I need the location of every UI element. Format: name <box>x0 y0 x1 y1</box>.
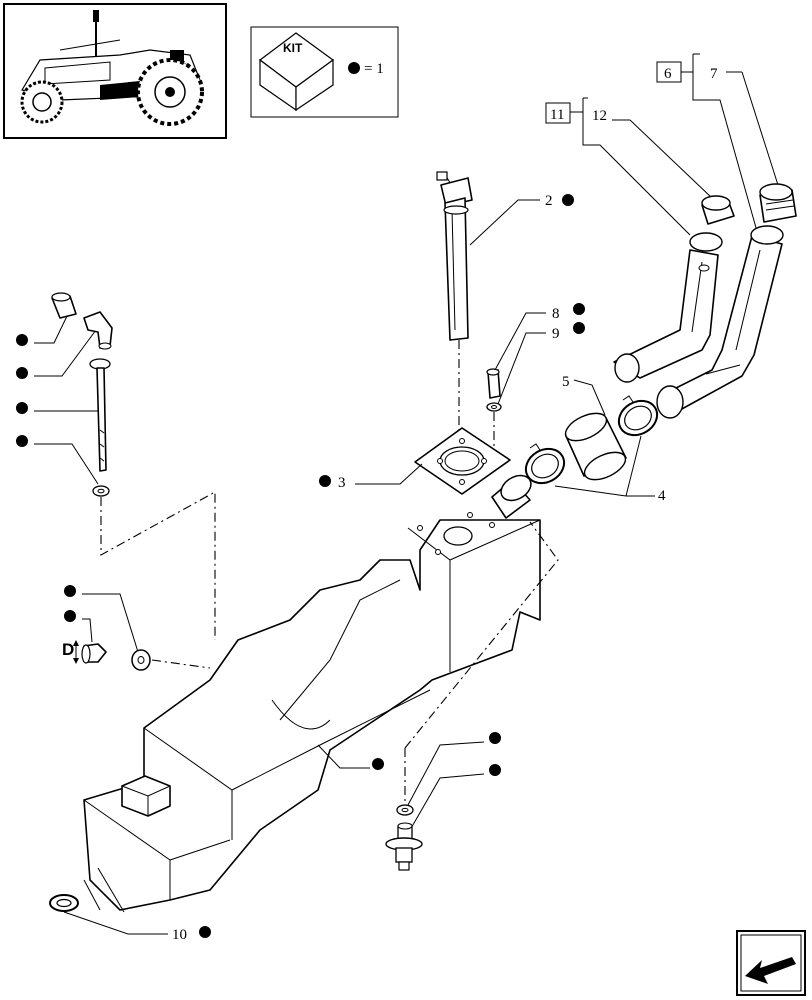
part-5-hose[interactable] <box>561 408 629 486</box>
part-11-filler-pipe[interactable] <box>613 232 723 383</box>
centerline-left-tube <box>100 491 216 640</box>
label-4-5-leaders: 5 4 <box>554 374 666 504</box>
drain-plug[interactable] <box>81 643 107 664</box>
label-8-9-leaders: 8 9 <box>494 303 585 405</box>
kit-equals-text: = 1 <box>364 61 384 77</box>
part-6-filler-pipe[interactable] <box>656 225 784 419</box>
label-4: 4 <box>658 488 666 504</box>
left-washer[interactable] <box>92 485 110 497</box>
label-12: 12 <box>592 108 607 124</box>
label-9: 9 <box>552 326 560 342</box>
kit-box-icon <box>259 32 335 112</box>
drain-plug-leaders: D <box>62 585 139 664</box>
label-group-11-12: 11 12 <box>545 97 713 236</box>
tank-label-leader <box>317 744 384 770</box>
kit-label: KIT <box>283 41 303 55</box>
label-7: 7 <box>710 66 718 82</box>
left-fitting-connector[interactable] <box>51 292 77 319</box>
label-d: D <box>62 640 74 659</box>
label-11: 11 <box>550 107 564 123</box>
part-12-cap[interactable] <box>701 195 735 225</box>
part-3-gasket[interactable] <box>414 427 511 495</box>
next-page-arrow-icon[interactable] <box>736 930 806 996</box>
label-2-leader: 2 <box>469 193 574 246</box>
part-7-cap[interactable] <box>759 183 797 223</box>
tractor-thumbnail-icon[interactable] <box>3 3 227 139</box>
label-5: 5 <box>562 374 570 390</box>
label-3-leader: 3 <box>319 463 423 491</box>
label-3: 3 <box>338 475 346 491</box>
kit-dot <box>348 62 360 74</box>
part-4-clamp-upper[interactable] <box>613 394 664 442</box>
part-10-seal-ring[interactable] <box>49 894 79 912</box>
label-group-6-7: 6 7 <box>656 53 779 243</box>
label-10-leader: 10 <box>63 867 211 943</box>
label-10: 10 <box>172 927 187 943</box>
fuel-tank[interactable] <box>83 512 541 911</box>
tank-filler-elbow[interactable] <box>491 470 535 519</box>
label-2: 2 <box>545 193 553 209</box>
centerline-drain <box>151 659 211 669</box>
kit-legend: KIT = 1 <box>250 26 399 118</box>
part-4-clamp-lower[interactable] <box>520 442 571 490</box>
bottom-drain-valve[interactable] <box>385 822 423 871</box>
left-fittings-leaders <box>16 313 100 485</box>
bottom-valve-leaders <box>407 732 501 831</box>
part-2-fuel-sender[interactable] <box>436 171 473 341</box>
drain-washer[interactable] <box>131 649 151 671</box>
left-fitting-elbow[interactable] <box>83 311 113 350</box>
bottom-valve-washer[interactable] <box>396 804 414 816</box>
centerline-valve-diag <box>404 521 559 749</box>
part-9-washer[interactable] <box>486 402 502 412</box>
left-pickup-tube[interactable] <box>89 358 111 472</box>
label-8: 8 <box>552 306 560 322</box>
label-6: 6 <box>664 66 672 82</box>
part-8-bolt[interactable] <box>486 368 501 399</box>
